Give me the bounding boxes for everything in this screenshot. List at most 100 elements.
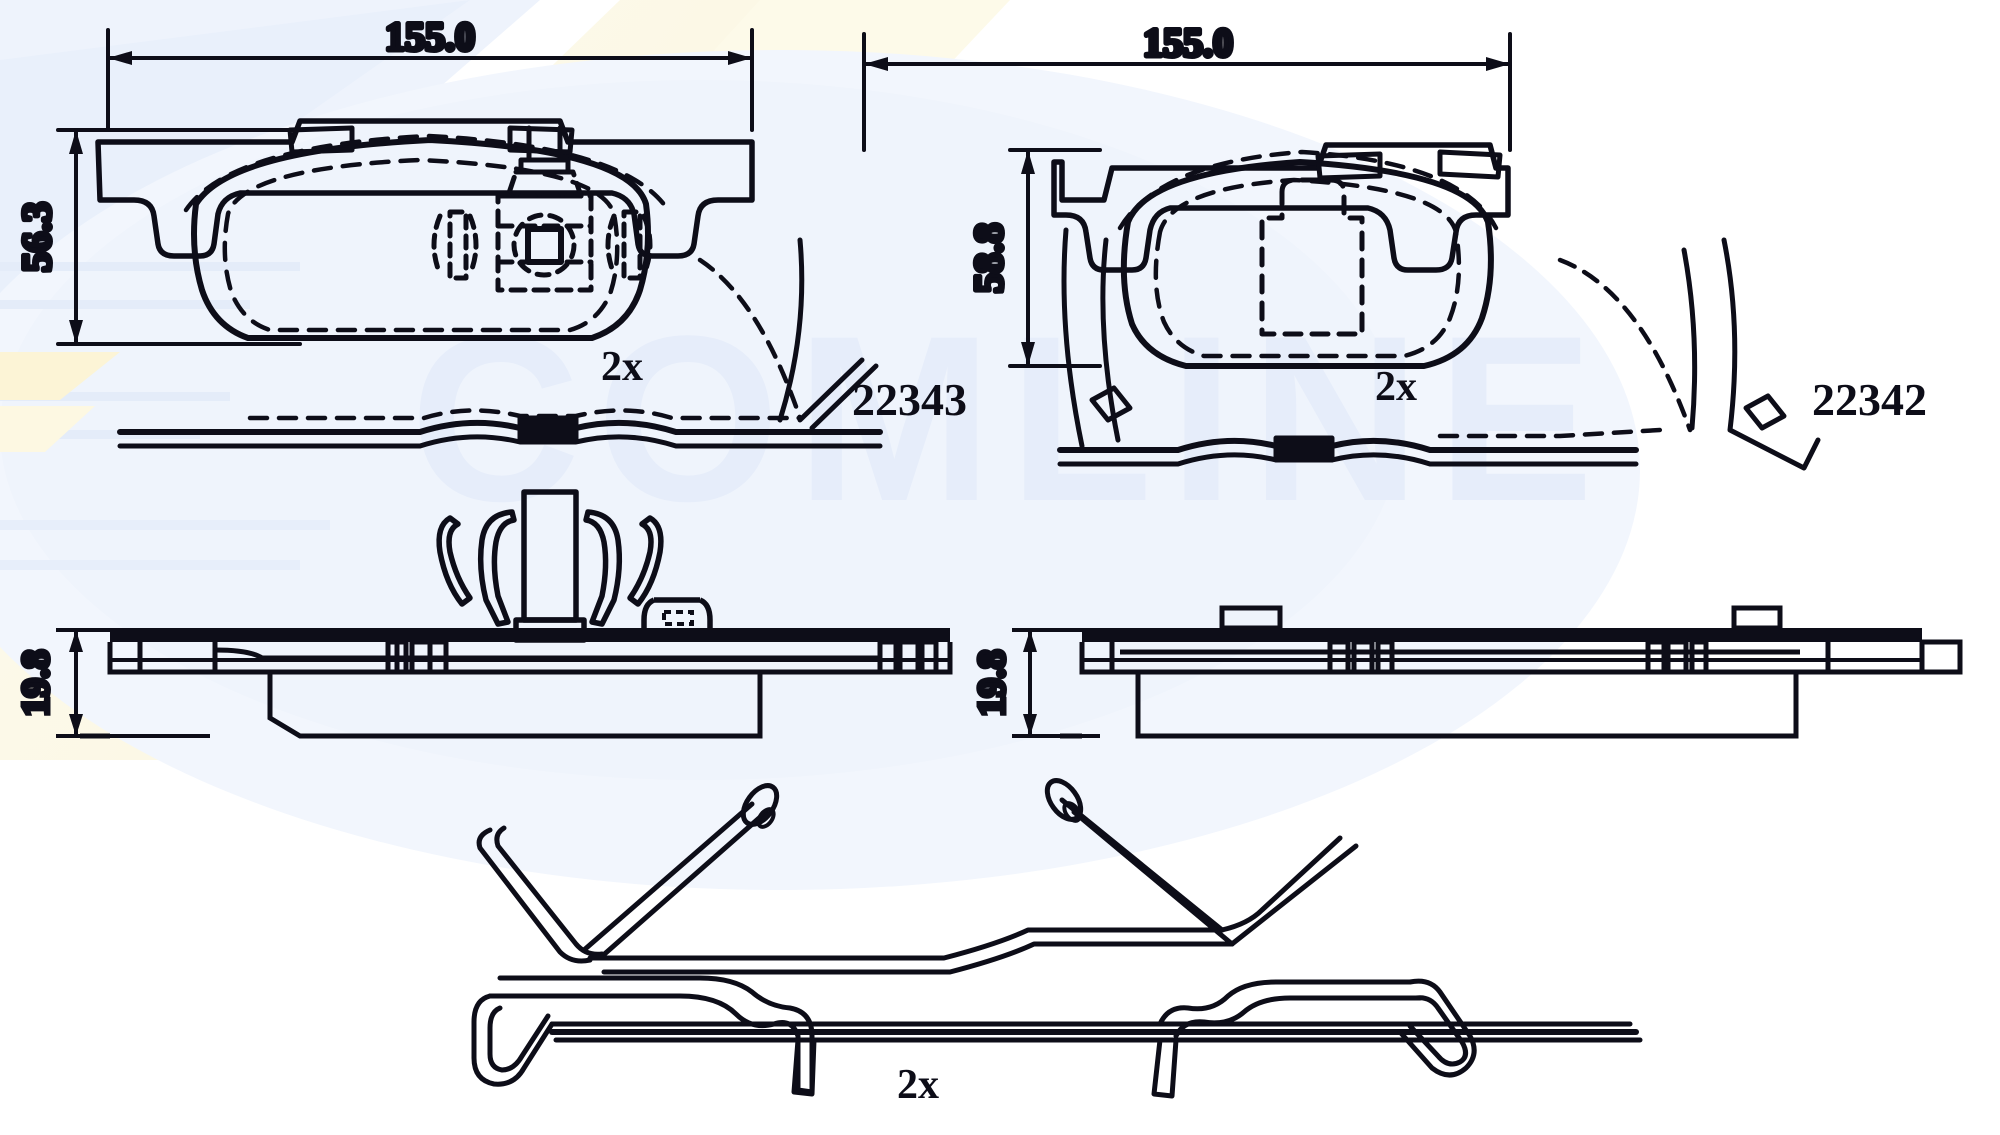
dimension-width-left (106, 28, 754, 132)
side-right-tab-a (1219, 605, 1283, 631)
pad-left-right-arm-dashed (697, 257, 803, 421)
pad-right-left-arm (1061, 227, 1085, 449)
shim-clip-right-leg (583, 509, 623, 627)
dimension-height-left (56, 128, 302, 346)
pad-right-diamond-left (1089, 385, 1133, 423)
arrow-right (1486, 57, 1510, 71)
pad-right-right-arm2 (1681, 247, 1698, 431)
bg-stripe-3 (0, 392, 230, 401)
side-right-lower-body (1135, 672, 1799, 739)
retaining-clip-left-tab (791, 1037, 817, 1097)
bg-accent-yellow (0, 352, 120, 400)
retaining-clip-right-run2 (1173, 995, 1423, 1039)
part-number-left: 22343 (852, 374, 967, 425)
pad-right-right-arm-dashed (1557, 257, 1693, 433)
spring-right-riser-inner (1071, 809, 1235, 947)
dim-label-height-left: 56.3 (14, 202, 59, 272)
dimension-height-right (1008, 148, 1102, 368)
dim-label-thickness-left: 19.8 (15, 650, 57, 717)
retaining-clip-left-loop-inner (487, 1005, 551, 1073)
arrow-top (1023, 630, 1037, 652)
pad-left-bottom-edge (117, 419, 883, 435)
arrow-top (69, 630, 83, 652)
spring-right-eyelet-hole (1062, 801, 1082, 823)
pad-right-center-cutout (1259, 177, 1365, 337)
spring-left-eyelet (740, 783, 780, 827)
pad-right-backplate-outline (1051, 142, 1511, 273)
pad-right-diamond-right (1743, 393, 1787, 431)
side-left-lower-body (267, 672, 763, 739)
pad-right-right-arm (1721, 237, 1821, 471)
spring-center-bridge-top (587, 927, 1225, 961)
bg-accent-yellow2 (0, 406, 95, 452)
retaining-clip-right-loop-inner (1407, 995, 1468, 1067)
pad-right-friction-body (1120, 159, 1494, 369)
side-left-top-plate (110, 628, 950, 642)
pad-left-wear-sensor (431, 125, 653, 293)
pad-right-bottom-edge (1057, 437, 1639, 453)
dimension-width-right (862, 32, 1512, 152)
arrow-top (1021, 150, 1035, 174)
part-number-right: 22342 (1812, 374, 1927, 425)
retaining-clip-left-loop-outer (471, 993, 555, 1087)
pad-left-tab-b (507, 125, 575, 155)
spring-right-wing-outer (1219, 835, 1343, 933)
arrow-left (864, 57, 888, 71)
pad-left-bottom-dashed (247, 408, 803, 421)
side-right-tail (1922, 639, 1963, 675)
arrow-right (728, 51, 752, 65)
arrow-left (108, 51, 132, 65)
bg-stripe-2 (0, 300, 250, 309)
side-left-key-marks (385, 639, 939, 675)
qty-label-pad-right: 2x (1375, 364, 1417, 410)
pad-left-bottom-edge2 (117, 434, 883, 449)
pad-right-left-arm2 (1100, 237, 1121, 443)
shim-clip-left-outer (436, 515, 473, 607)
bg-stripe-1 (0, 262, 300, 271)
side-right-key-marks (1327, 639, 1709, 675)
side-right-top-plate (1082, 628, 1922, 642)
side-left-shim-tab (641, 597, 713, 628)
arrow-top (69, 130, 83, 154)
pad-right-tab-b (1437, 149, 1503, 180)
bg-stripe-5 (0, 520, 330, 530)
dim-label-width-left: 155.0 (385, 14, 475, 59)
bg-stripe-4 (0, 430, 200, 439)
pad-left-leader2 (809, 363, 879, 431)
spring-left-wing-outer (476, 827, 593, 964)
spring-left-riser-outer (581, 801, 755, 953)
spring-right-wing-inner (1229, 843, 1359, 947)
pad-right-bottom-dashed (1437, 427, 1663, 439)
arrow-bottom (69, 320, 83, 344)
dim-label-thickness-right: 19.8 (971, 650, 1013, 717)
pad-left-leader (797, 357, 865, 423)
pad-left-right-arm (777, 237, 805, 423)
side-left-body (107, 642, 953, 675)
dim-label-height-right: 58.8 (966, 223, 1011, 293)
pad-right-dashed-inner (1153, 177, 1462, 359)
bg-stripe-6 (0, 560, 300, 570)
pad-right-dashed-arc (1117, 149, 1499, 231)
pad-left-backplate-outline (95, 118, 755, 259)
qty-label-pad-left: 2x (601, 344, 643, 390)
side-right-body (1079, 642, 1925, 675)
spring-center-bridge-bottom (601, 941, 1235, 975)
retaining-clip-right-run (1157, 979, 1413, 1027)
arrow-bottom (1021, 342, 1035, 366)
side-left-notch (214, 647, 880, 661)
pad-left-tab-a (287, 125, 355, 155)
side-right-tab-b (1731, 605, 1783, 631)
retaining-clip-right-loop-outer (1397, 978, 1477, 1078)
arrow-bottom (1023, 714, 1037, 736)
pad-right-tab-a (1315, 151, 1383, 181)
pad-left-dashed-arc (183, 133, 671, 213)
pad-right-bottom-edge2 (1057, 452, 1639, 467)
